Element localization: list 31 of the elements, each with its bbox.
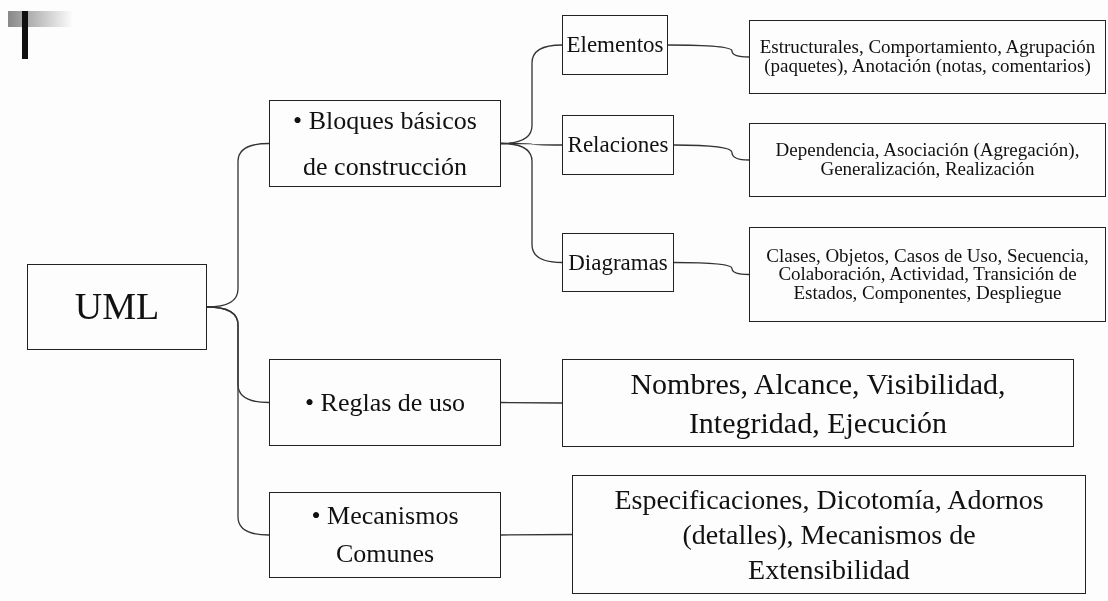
node-text: Dependencia, Asociación (Agregación), Generalización, Realización: [774, 141, 1081, 179]
node-text: Nombres, Alcance, Visibilidad, Integridad, Ejecución: [629, 366, 1007, 441]
node-text: Especificaciones, Dicotomía, Adornos (detalles), Mecanismos de Extensibilidad: [613, 483, 1045, 587]
node-text: Relaciones: [567, 131, 669, 159]
text-box: [749, 123, 1106, 197]
text-box: [749, 20, 1106, 94]
brace-connector: [206, 306, 270, 536]
text-box: [269, 359, 501, 446]
text-box: [269, 492, 501, 578]
text-box: [749, 227, 1106, 322]
node-text: • Reglas de uso: [305, 386, 465, 419]
text-box: [269, 100, 501, 187]
text-box: [562, 233, 674, 292]
text-box: [562, 115, 674, 175]
text-box: [562, 15, 668, 75]
node-text: Elementos: [566, 31, 664, 59]
node-text: Diagramas: [568, 248, 668, 277]
brace-connector: [500, 142, 563, 264]
brace-connector: [667, 44, 750, 58]
brace-connector: [673, 261, 750, 276]
node-text: • Mecanismos Comunes: [310, 500, 460, 570]
node-text: Estructurales, Comportamiento, Agrupación (paquetes), Anotación (notas, comentarios): [758, 38, 1097, 76]
brace-connector: [673, 144, 750, 161]
brace-connector: [500, 401, 563, 404]
node-text: UML: [74, 284, 160, 330]
brace-connector: [500, 533, 573, 536]
text-box: [572, 475, 1086, 594]
text-box: [562, 359, 1074, 447]
node-text: • Bloques básicos de construcción: [292, 105, 478, 183]
text-box: [27, 264, 207, 350]
node-text: Clases, Objetos, Casos de Uso, Secuencia, Colaboración, Actividad, Transición de Estados, Componentes, Despliegue: [765, 246, 1090, 303]
